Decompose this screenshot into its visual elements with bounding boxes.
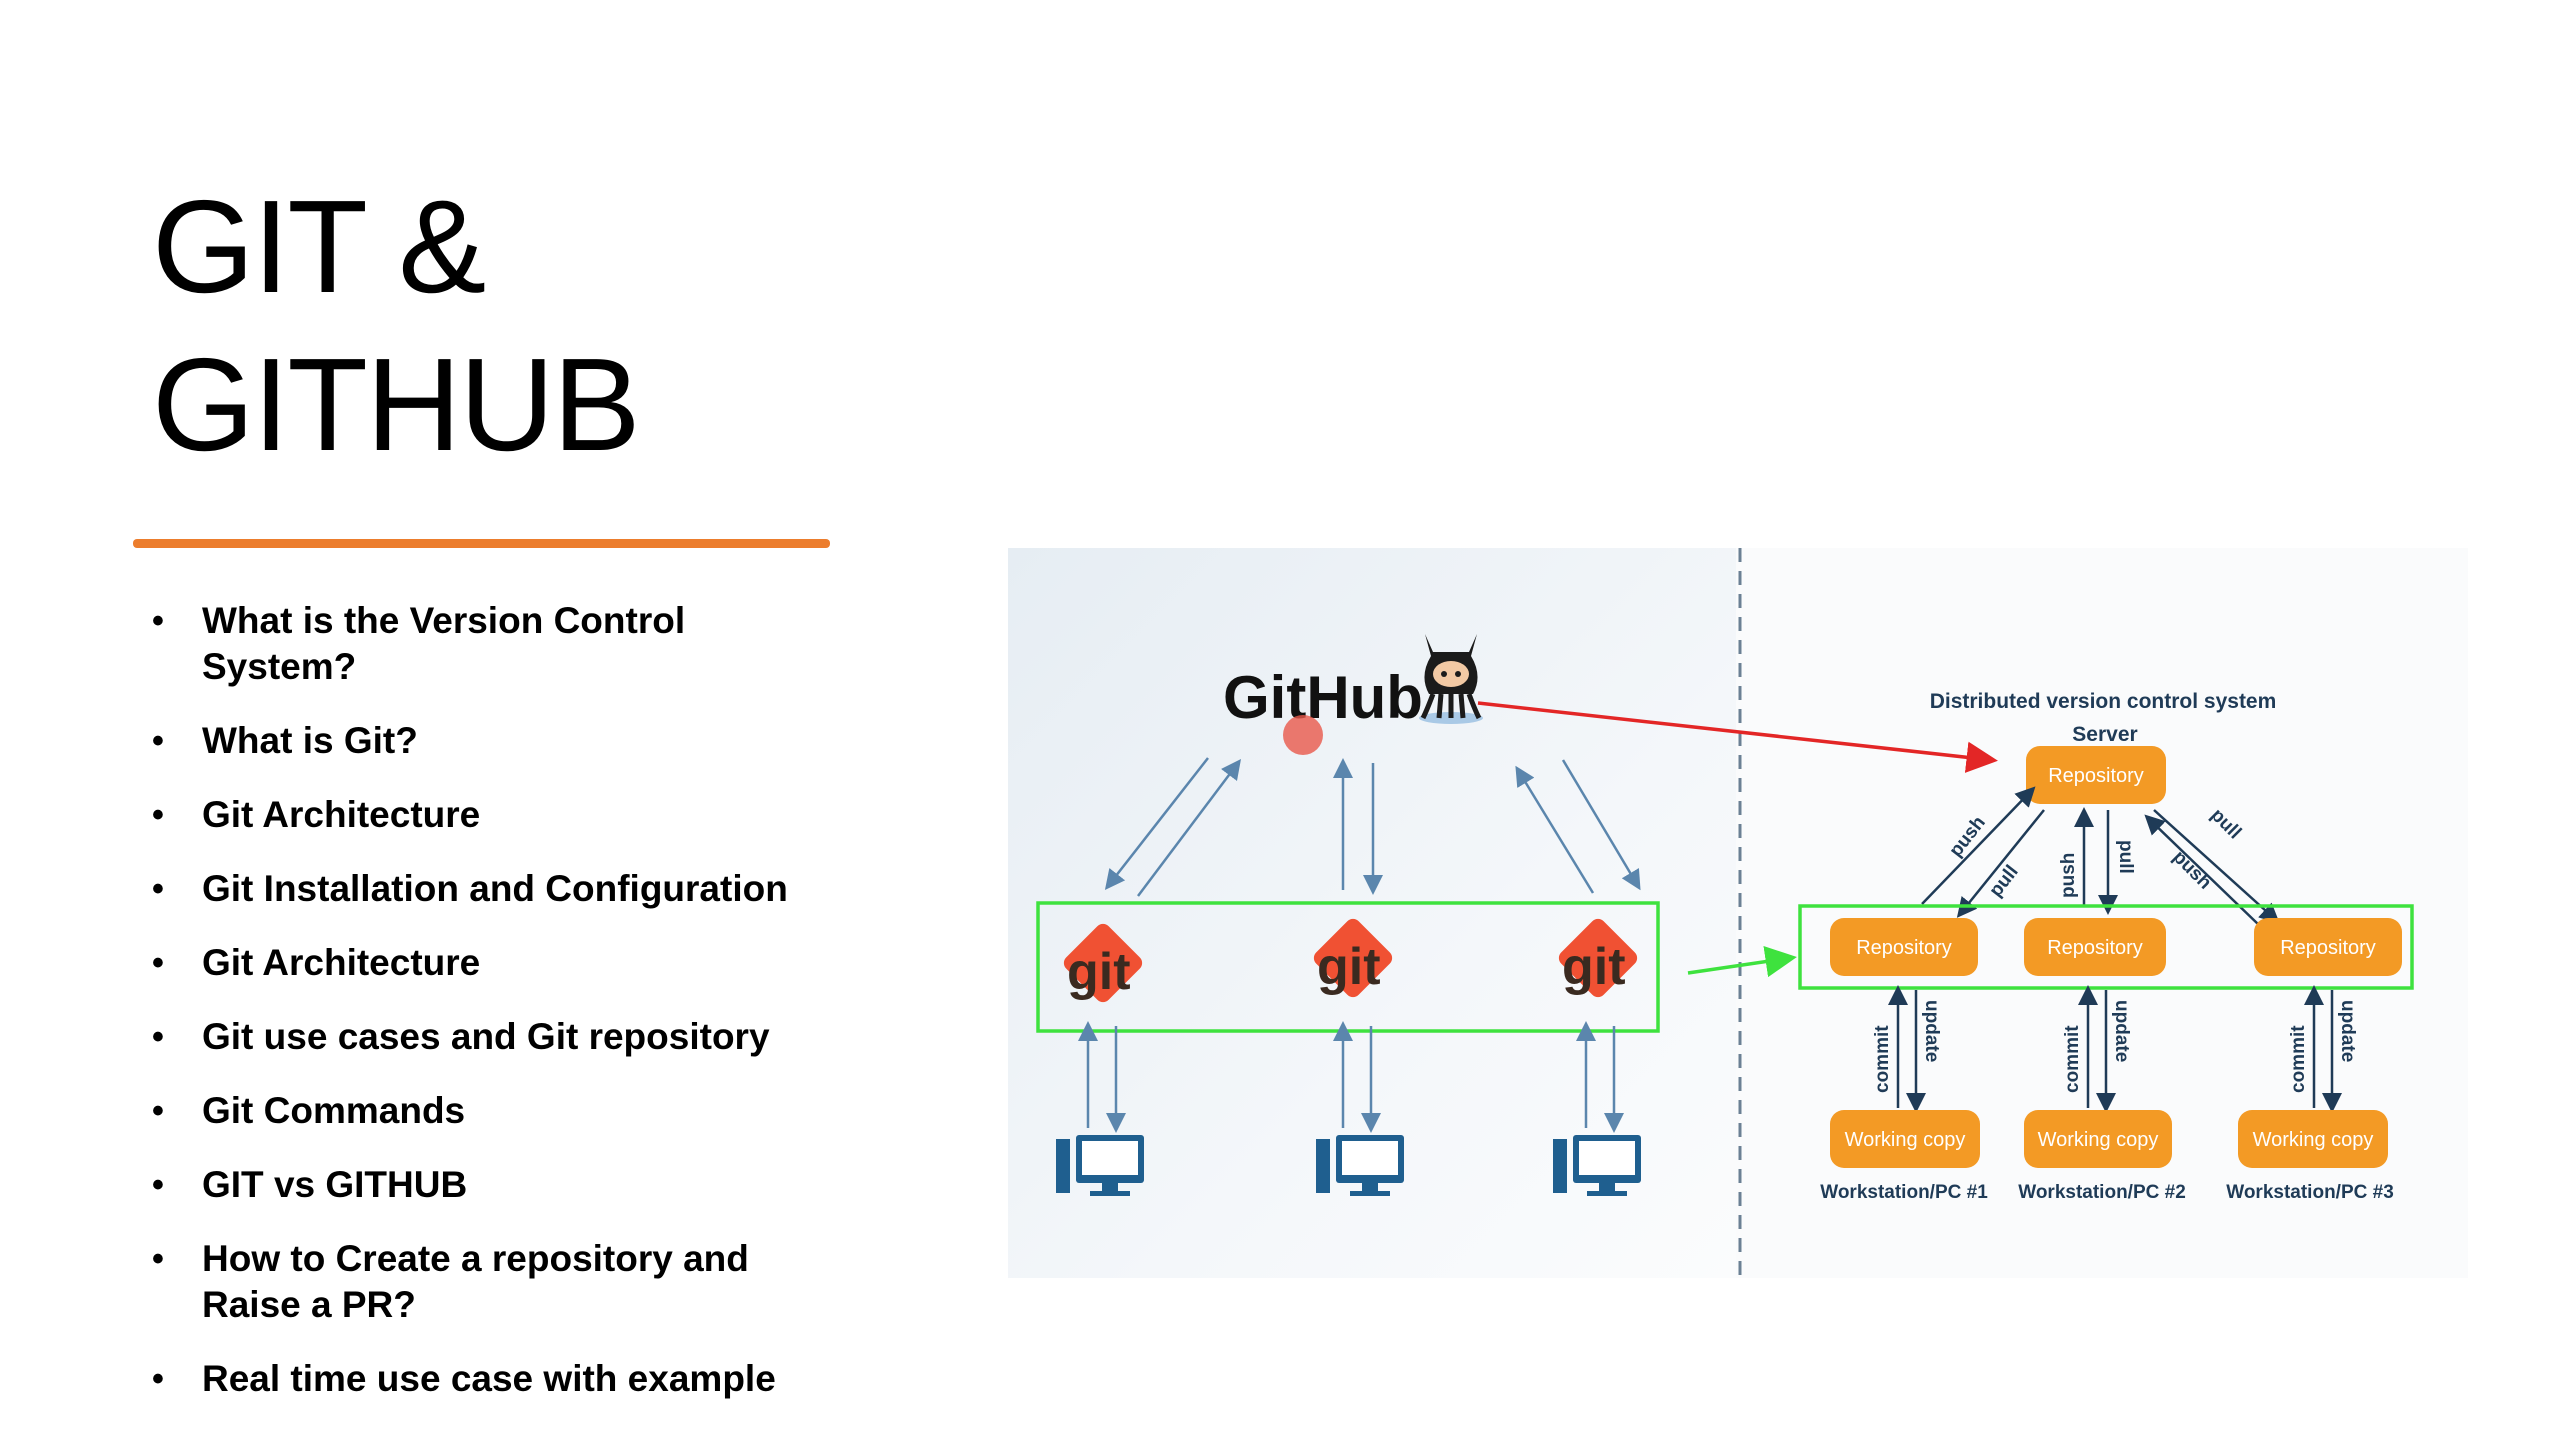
right-panel-background [1736, 548, 2468, 1278]
workstation-label: Workstation/PC #1 [1820, 1182, 1988, 1203]
bullet-item: GIT vs GITHUB [150, 1162, 850, 1208]
git-logo-icon: git [1063, 923, 1143, 1003]
bullet-item: How to Create a repository and Raise a P… [150, 1236, 762, 1328]
computer-monitor-icon [1553, 1135, 1641, 1196]
svg-text:git: git [1317, 938, 1381, 996]
bullet-item: Git Architecture [150, 792, 850, 838]
push-label: push [2058, 853, 2079, 898]
github-logo-text: GitHub [1223, 664, 1423, 731]
svg-text:Repository: Repository [2048, 765, 2144, 787]
bullet-item: Git use cases and Git repository [150, 1014, 850, 1060]
repository-box: Repository [2254, 918, 2402, 976]
slide-title: GIT & GITHUB [152, 168, 952, 484]
git-logo-icon: git [1558, 918, 1638, 998]
pull-label: pull [2115, 840, 2136, 874]
svg-text:Repository: Repository [1856, 937, 1952, 959]
bullet-item: What is Git? [150, 718, 850, 764]
commit-label: commit [2288, 1025, 2309, 1093]
server-label: Server [2072, 723, 2137, 746]
computer-monitor-icon [1316, 1135, 1404, 1196]
computer-monitor-icon [1056, 1135, 1144, 1196]
git-architecture-diagram: GitHub [1008, 548, 2468, 1278]
update-label: update [2337, 1000, 2358, 1062]
working-copy-box: Working copy [1830, 1110, 1980, 1168]
svg-text:Working copy: Working copy [1845, 1129, 1966, 1151]
server-repository-box: Repository [2026, 746, 2166, 804]
bullet-item: Git Installation and Configuration [150, 866, 850, 912]
workstation-label: Workstation/PC #3 [2226, 1182, 2394, 1203]
bullet-item: Git Commands [150, 1088, 850, 1134]
working-copy-box: Working copy [2238, 1110, 2388, 1168]
github-sync-arrows [1104, 757, 1641, 897]
svg-text:Repository: Repository [2047, 937, 2143, 959]
local-to-dvcs-arrow [1687, 945, 1797, 978]
commit-label: commit [2062, 1025, 2083, 1093]
repository-box: Repository [1830, 918, 1978, 976]
title-line-1: GIT & [152, 173, 486, 320]
svg-text:Repository: Repository [2280, 937, 2376, 959]
bullet-list: What is the Version Control System? What… [150, 598, 850, 1430]
svg-text:git: git [1562, 938, 1626, 996]
github-octocat-icon [1419, 634, 1483, 724]
svg-text:git: git [1067, 943, 1131, 1001]
title-line-2: GITHUB [152, 331, 641, 478]
workstation-repos-frame [1798, 904, 2414, 990]
svg-text:Working copy: Working copy [2038, 1129, 2159, 1151]
update-label: update [2111, 1000, 2132, 1062]
dvcs-title: Distributed version control system [1930, 690, 2277, 713]
commit-label: commit [1872, 1025, 1893, 1093]
bullet-item: Git Architecture [150, 940, 850, 986]
bullet-item: What is the Version Control System? [150, 598, 722, 690]
git-logo-icon: git [1313, 918, 1393, 998]
update-label: update [1921, 1000, 1942, 1062]
push-pull-arrows [1921, 786, 2280, 927]
bullet-item: Real time use case with example [150, 1356, 850, 1402]
title-underline [133, 539, 830, 548]
svg-text:Working copy: Working copy [2253, 1129, 2374, 1151]
github-to-server-arrow [1477, 701, 1998, 773]
local-sync-arrows [1078, 1021, 1624, 1133]
workstation-label: Workstation/PC #2 [2018, 1182, 2186, 1203]
cursor-highlight [1283, 715, 1323, 755]
commit-update-arrows [1888, 985, 2342, 1113]
repository-box: Repository [2024, 918, 2166, 976]
working-copy-box: Working copy [2024, 1110, 2172, 1168]
